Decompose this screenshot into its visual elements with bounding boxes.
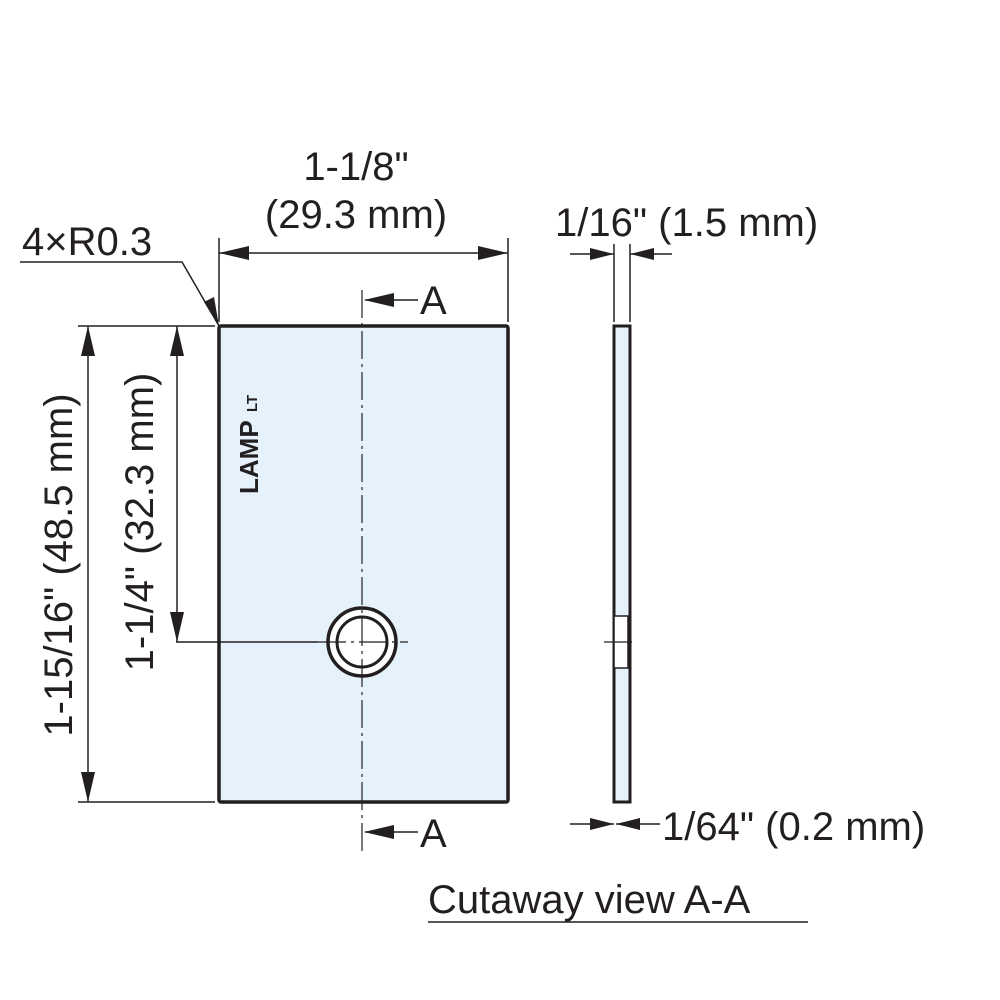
logo-brand: LAMP bbox=[234, 420, 264, 494]
section-top-label: A bbox=[420, 279, 447, 323]
plate-outline bbox=[217, 324, 510, 804]
width-arrow-right bbox=[478, 246, 508, 260]
height-total-dimension: 1-15/16" (48.5 mm) bbox=[37, 325, 215, 803]
cutaway-caption: Cutaway view A-A bbox=[428, 878, 808, 923]
section-top-arrow bbox=[364, 293, 394, 307]
lamp-logo: LAMP LT bbox=[234, 395, 264, 494]
thickness-arrow-left bbox=[590, 248, 614, 260]
front-view: LAMP LT bbox=[217, 290, 510, 852]
cutaway-title: Cutaway view A-A bbox=[428, 878, 751, 922]
thickness-arrow-right bbox=[630, 248, 654, 260]
depth-arrow-right bbox=[616, 818, 640, 830]
hole-arrow-bottom bbox=[170, 612, 184, 642]
width-inch-label: 1-1/8" bbox=[303, 145, 408, 189]
height-arrow-bottom bbox=[81, 772, 95, 802]
countersink-depth-label: 1/64" (0.2 mm) bbox=[662, 805, 925, 849]
height-total-label: 1-15/16" (48.5 mm) bbox=[37, 393, 81, 736]
width-mm-label: (29.3 mm) bbox=[265, 193, 447, 237]
corner-radius-arrow bbox=[204, 297, 219, 326]
hole-position-dimension: 1-1/4" (32.3 mm) bbox=[118, 326, 318, 671]
corner-radius-callout: 4×R0.3 bbox=[20, 220, 220, 327]
countersink-depth-dimension: 1/64" (0.2 mm) bbox=[570, 805, 925, 849]
logo-suffix: LT bbox=[244, 395, 261, 412]
hole-position-label: 1-1/4" (32.3 mm) bbox=[118, 373, 162, 672]
section-bottom-arrow bbox=[364, 825, 394, 839]
section-bottom-label: A bbox=[420, 812, 447, 856]
side-plate-outline bbox=[612, 324, 632, 804]
width-arrow-left bbox=[219, 246, 249, 260]
corner-radius-label: 4×R0.3 bbox=[22, 220, 152, 264]
thickness-label: 1/16" (1.5 mm) bbox=[555, 201, 818, 245]
hole-arrow-top bbox=[170, 326, 184, 356]
section-marker-top: A bbox=[364, 279, 447, 323]
height-arrow-top bbox=[81, 326, 95, 356]
width-dimension: 1-1/8" (29.3 mm) bbox=[218, 145, 509, 322]
thickness-dimension: 1/16" (1.5 mm) bbox=[555, 201, 818, 260]
corner-radius-leader bbox=[20, 261, 220, 327]
depth-arrow-left bbox=[590, 818, 614, 830]
side-view bbox=[604, 244, 636, 804]
section-marker-bottom: A bbox=[364, 812, 447, 856]
